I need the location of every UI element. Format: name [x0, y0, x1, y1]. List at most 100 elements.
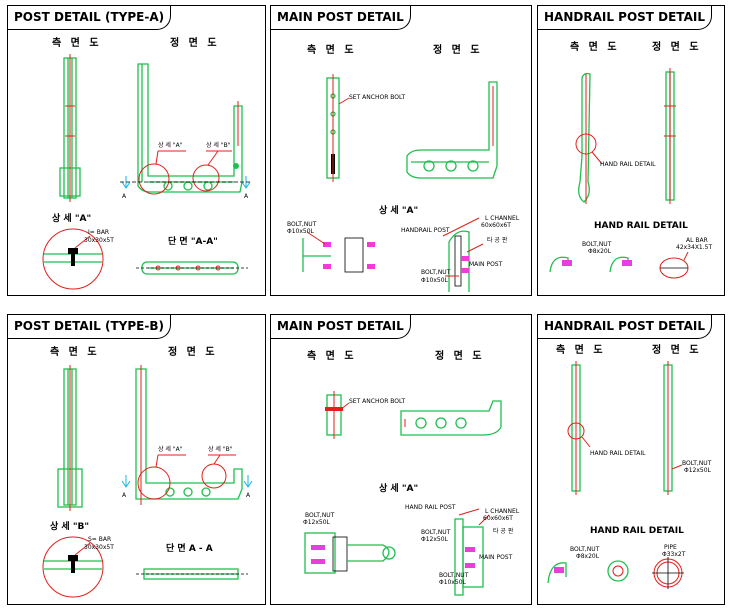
panel-title: MAIN POST DETAIL	[271, 315, 411, 339]
section-mark-right: A	[246, 492, 251, 499]
pipe-label: PIPE	[664, 544, 677, 551]
front-view-label: 정 면 도	[170, 36, 220, 49]
bolt-spec-2-label: Φ12x50L	[421, 536, 449, 543]
bolt-spec-label: Φ8x20L	[588, 248, 612, 255]
side-view-label: 측 면 도	[52, 36, 102, 49]
channel-label: L CHANNEL	[485, 508, 520, 515]
channel-assembly	[442, 217, 484, 292]
bolt-nut-label: BOLT,NUT	[682, 460, 712, 467]
side-view-label: 측 면 도	[556, 343, 606, 356]
side-view-post	[575, 72, 603, 204]
al-bar-label: AL BAR	[686, 237, 708, 244]
section-mark-left: A	[122, 193, 127, 200]
side-view-label: 측 면 도	[307, 43, 357, 56]
side-view-label: 측 면 도	[307, 349, 357, 362]
front-view-post	[121, 365, 253, 505]
detail-title: 상 세 "B"	[50, 520, 89, 532]
bolt-nut-label: BOLT,NUT	[305, 512, 335, 519]
bolt-nut-3-label: BOLT,NUT	[439, 572, 469, 579]
handrail-post-detail-2-drawing: 측 면 도 정 면 도 HAND RAIL DETAIL BOLT,NUT Φ1…	[547, 343, 712, 589]
side-view-label: 측 면 도	[50, 345, 100, 358]
detail-note-bar: I= BAR	[88, 229, 109, 236]
panel-handrail-post-detail-2: HANDRAIL POST DETAIL 측 면 도 정 면 도 HAND RA…	[537, 314, 725, 605]
main-post-detail-1-drawing: 측 면 도 정 면 도 SET ANCHOR BOLT 상 세 "A" BOLT…	[287, 43, 520, 292]
callout-b-label: 상 세 "B"	[208, 445, 233, 453]
section-a-a-profile	[136, 568, 248, 580]
side-view-post	[567, 361, 591, 495]
bolt-nut-2-label: BOLT,NUT	[421, 529, 451, 536]
channel-label: L CHANNEL	[485, 215, 520, 222]
front-view-post	[120, 63, 252, 195]
callout-a-label: 상 세 "A"	[158, 141, 183, 149]
detail-note-size: 30x30x5T	[84, 544, 114, 551]
channel-spec-label: 60x60x6T	[481, 222, 511, 229]
detail-title: 상 세 "A"	[379, 204, 418, 216]
bolt-nut-2-label: BOLT,NUT	[570, 546, 600, 553]
bolt-spec-label: Φ12x50L	[303, 519, 331, 526]
front-view-post	[663, 361, 683, 495]
handrail-post-label: HANDRAIL POST	[401, 227, 450, 234]
panel-title: HANDRAIL POST DETAIL	[538, 315, 712, 339]
detail-note-bar: S= BAR	[88, 536, 111, 543]
tagongpan-label: 타 공 판	[487, 236, 508, 244]
bolt-assembly	[304, 532, 396, 574]
side-view-post	[325, 391, 350, 439]
front-view-label: 정 면 도	[433, 43, 483, 56]
panel-handrail-post-detail-1: HANDRAIL POST DETAIL 측 면 도 정 면 도 HAND RA…	[537, 5, 725, 296]
panel-main-post-detail-2: MAIN POST DETAIL 측 면 도 정 면 도 SET ANCHOR …	[270, 314, 532, 605]
panel-title: POST DETAIL (TYPE-B)	[8, 315, 171, 339]
panel-post-detail-type-a: POST DETAIL (TYPE-A) 측 면 도 정 면 도	[7, 5, 266, 296]
panel-main-post-detail-1: MAIN POST DETAIL 측 면 도 정 면 도 SET ANCHOR …	[270, 5, 532, 296]
side-view-post	[59, 54, 81, 202]
section-mark-left: A	[122, 492, 127, 499]
front-view-label: 정 면 도	[168, 345, 218, 358]
rail-sections	[549, 251, 689, 279]
post-detail-a-drawing: 측 면 도 정 면 도 상 세 "A" 상 세 "B"	[42, 36, 252, 290]
bolt-nut-2-label: BOLT,NUT	[421, 269, 451, 276]
front-view-label: 정 면 도	[652, 343, 702, 356]
post-detail-b-drawing: 측 면 도 정 면 도 상 세 "A" 상 세 "B" A A 상 세 "B"	[42, 345, 253, 598]
bolt-spec-2-label: Φ8x20L	[576, 553, 600, 560]
front-view-label: 정 면 도	[435, 349, 485, 362]
bolt-assembly	[302, 231, 375, 273]
tagongpan-label: 타 공 판	[493, 527, 514, 535]
front-view-post	[664, 68, 676, 204]
handrail-post-detail-1-drawing: 측 면 도 정 면 도 HAND RAIL DETAIL HAND RAIL D…	[549, 40, 712, 279]
section-title: HAND RAIL DETAIL	[594, 221, 688, 231]
channel-spec-label: 60x60x6T	[483, 515, 513, 522]
panel-post-detail-type-b: POST DETAIL (TYPE-B) 측 면 도 정 면 도 상 세 "A"…	[7, 314, 266, 605]
panel-title: MAIN POST DETAIL	[271, 6, 411, 30]
front-view-label: 정 면 도	[652, 40, 702, 53]
al-bar-spec-label: 42x34X1.5T	[676, 244, 712, 251]
section-title: 단 면 "A-A"	[168, 235, 218, 247]
bolt-nut-label: BOLT,NUT	[582, 241, 612, 248]
callout-b-label: 상 세 "B"	[206, 141, 231, 149]
detail-title: 상 세 "A"	[52, 212, 91, 224]
main-post-label: MAIN POST	[469, 261, 503, 268]
pipe-spec-label: Φ33x2T	[662, 551, 686, 558]
channel-assembly	[454, 508, 490, 596]
bolt-spec-label: Φ10x50L	[287, 228, 315, 235]
anchor-bolt-label: SET ANCHOR BOLT	[349, 94, 406, 101]
section-title: HAND RAIL DETAIL	[590, 526, 684, 536]
rail-sections	[547, 557, 684, 589]
section-title: 단 면 A - A	[166, 542, 213, 554]
detail-a-circle	[42, 228, 104, 290]
section-mark-right: A	[244, 193, 249, 200]
bolt-spec-2-label: Φ10x50L	[421, 277, 449, 284]
side-view-post	[326, 74, 350, 182]
front-view-post	[400, 400, 502, 436]
main-post-detail-2-drawing: 측 면 도 정 면 도 SET ANCHOR BOLT 상 세 "A" BOLT…	[303, 349, 520, 596]
callout-a-label: 상 세 "A"	[158, 445, 183, 453]
panel-title: POST DETAIL (TYPE-A)	[8, 6, 172, 30]
panel-title: HANDRAIL POST DETAIL	[538, 6, 712, 30]
rail-detail-label: HAND RAIL DETAIL	[590, 450, 646, 457]
bolt-spec-label: Φ12x50L	[684, 467, 712, 474]
side-view-post	[57, 365, 83, 511]
bolt-nut-label: BOLT,NUT	[287, 221, 317, 228]
main-post-label: MAIN POST	[479, 554, 513, 561]
anchor-bolt-label: SET ANCHOR BOLT	[349, 398, 406, 405]
side-view-label: 측 면 도	[570, 40, 620, 53]
handrail-post-label: HAND RAIL POST	[405, 504, 456, 511]
detail-note-size: 30x30x5T	[84, 237, 114, 244]
